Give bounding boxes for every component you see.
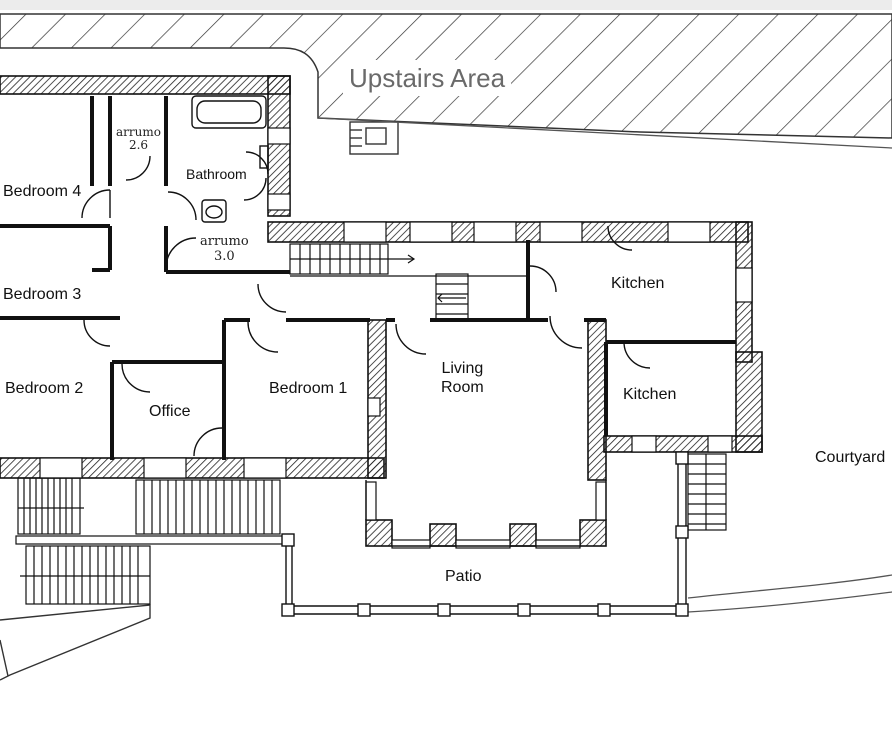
windows (39, 127, 753, 549)
room-label-kitchen-upper: Kitchen (608, 273, 668, 294)
area-label-courtyard: Courtyard (812, 447, 889, 468)
upstairs-area-label: Upstairs Area (343, 60, 512, 96)
storage-note-1-word: arrumo (116, 125, 161, 139)
room-label-kitchen-lower: Kitchen (620, 384, 680, 405)
interior-staircase (289, 243, 528, 321)
courtyard-boundary-lines (317, 117, 892, 613)
room-label-living-room: Living Room (438, 358, 487, 398)
exterior-stairs-left (15, 477, 287, 605)
storage-note-1: arrumo 2.6 (116, 126, 161, 152)
area-label-patio: Patio (442, 566, 485, 587)
living-room-line-2: Room (441, 379, 484, 396)
patio-railing (285, 456, 687, 615)
left-ground-ramp (0, 604, 151, 681)
room-label-bedroom-3: Bedroom 3 (0, 284, 85, 305)
storage-note-2-number: 3.0 (214, 249, 235, 264)
living-room-line-1: Living (441, 360, 484, 377)
exterior-walls (0, 75, 763, 547)
room-label-bedroom-2: Bedroom 2 (2, 378, 87, 399)
interior-walls (0, 96, 736, 460)
storage-note-1-number: 2.6 (128, 138, 149, 152)
room-label-bedroom-4: Bedroom 4 (0, 181, 85, 202)
door-swings (81, 151, 651, 457)
room-label-bedroom-1: Bedroom 1 (266, 378, 351, 399)
storage-note-2: arrumo 3.0 (200, 234, 249, 264)
patio-posts (281, 451, 689, 617)
storage-note-2-word: arrumo (200, 234, 249, 249)
roof-hatch-symbol (349, 121, 399, 155)
room-label-office: Office (146, 401, 194, 422)
bathroom-fixtures (191, 95, 269, 223)
exterior-stairs-kitchen (687, 453, 727, 531)
room-label-bathroom: Bathroom (183, 164, 250, 185)
